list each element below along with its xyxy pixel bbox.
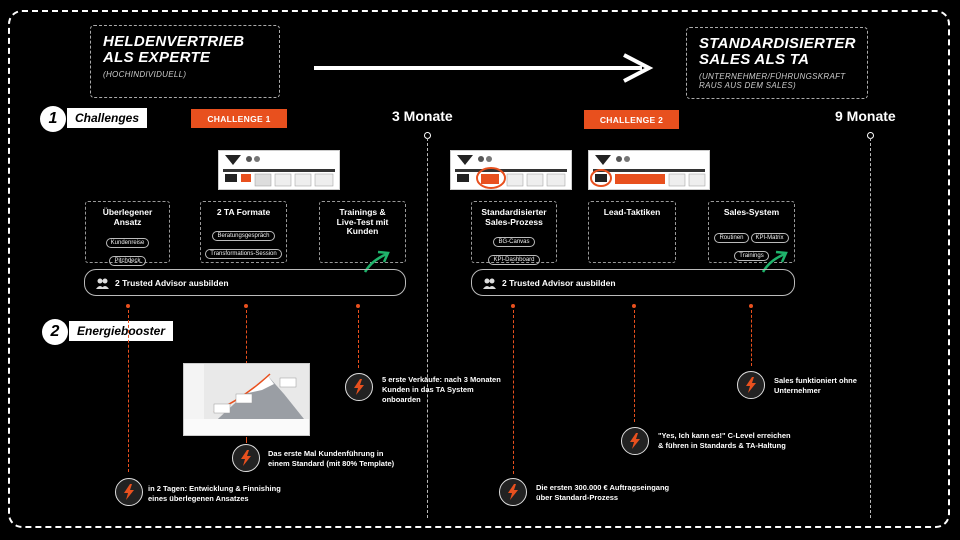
trusted-advisor-bar-2: 2 Trusted Advisor ausbilden [471, 269, 795, 296]
pill-kpi-matrix: KPI-Matrix [750, 232, 789, 243]
trusted-advisor-bar-1: 2 Trusted Advisor ausbilden [84, 269, 406, 296]
advisor-label: 2 Trusted Advisor ausbilden [502, 277, 616, 288]
milestone-9-months: 9 Monate [835, 108, 896, 124]
orange-line-1 [128, 310, 129, 472]
start-state-subtitle: (HOCHINDIVIDUELL) [103, 70, 187, 79]
card-lead-taktiken: Lead-Taktiken [588, 201, 676, 263]
challenge-1-badge: CHALLENGE 1 [191, 109, 287, 128]
orange-marker-3 [356, 304, 360, 308]
orange-marker-2 [244, 304, 248, 308]
start-state-box: HELDENVERTRIEB ALS EXPERTE (HOCHINDIVIDU… [90, 25, 280, 98]
target-state-box: STANDARDISIERTER SALES ALS TA (UNTERNEHM… [686, 27, 868, 99]
process-thumbnail-2 [450, 150, 572, 190]
section-label-challenges: Challenges [67, 108, 148, 128]
orange-line-5 [634, 310, 635, 422]
people-icon [96, 278, 109, 289]
card-title: Trainings & Live-Test mit Kunden [336, 207, 389, 236]
energy-text-2: Das erste Mal Kundenführung in einem Sta… [268, 449, 395, 468]
card-standardisierter-sales-prozess: Standardisierter Sales-Prozess BG-Canvas… [471, 201, 557, 265]
trend-arrow-icon [761, 250, 788, 273]
start-state-title: HELDENVERTRIEB ALS EXPERTE [103, 33, 245, 66]
outer-frame [8, 10, 950, 528]
process-thumbnail-1 [218, 150, 340, 190]
pill-trainings: Trainings [734, 250, 769, 261]
energy-text-5: "Yes, Ich kann es!" C-Level erreichen & … [658, 431, 791, 450]
target-state-subtitle: (UNTERNEHMER/FÜHRUNGSKRAFT RAUS AUS DEM … [699, 72, 846, 90]
orange-marker-4 [511, 304, 515, 308]
card-title: 2 TA Formate [216, 207, 271, 217]
card-ta-formate: 2 TA Formate Beratungsgespräch Transform… [200, 201, 287, 263]
orange-marker-6 [749, 304, 753, 308]
card-title: Standardisierter Sales-Prozess [481, 207, 547, 227]
template-screenshot [183, 363, 310, 436]
card-ueberlegener-ansatz: Überlegener Ansatz Kundenreise Pitchdeck [85, 201, 170, 266]
pill-transformations-session: Transformations-Session [205, 248, 282, 259]
milestone-line-2 [870, 138, 871, 518]
milestone-3-months: 3 Monate [392, 108, 453, 124]
lightning-icon [737, 371, 765, 399]
target-state-title: STANDARDISIERTER SALES ALS TA [699, 35, 856, 68]
energy-text-6: Sales funktioniert ohne Unternehmer [774, 376, 857, 395]
pill-pitchdeck: Pitchdeck [109, 256, 146, 266]
section-number-2: 2 [42, 319, 68, 345]
section-label-energiebooster: Energiebooster [69, 321, 174, 341]
card-title: Überlegener Ansatz [102, 207, 153, 227]
lightning-icon [232, 444, 260, 472]
pill-routinen: Routinen [714, 232, 749, 243]
pill-kpi-dashboard: KPI-Dashboard [488, 255, 540, 265]
orange-line-2 [246, 310, 247, 364]
orange-marker-5 [632, 304, 636, 308]
lightning-icon [621, 427, 649, 455]
advisor-label: 2 Trusted Advisor ausbilden [115, 277, 229, 288]
transformation-arrow-icon [314, 53, 654, 83]
process-thumbnail-3 [588, 150, 710, 190]
orange-line-4 [513, 310, 514, 474]
orange-line-6 [751, 310, 752, 366]
orange-marker-1 [126, 304, 130, 308]
orange-line-2b [246, 437, 247, 443]
challenge-2-badge: CHALLENGE 2 [584, 110, 679, 129]
energy-text-3: 5 erste Verkäufe: nach 3 Monaten Kunden … [382, 375, 501, 404]
energy-text-4: Die ersten 300.000 € Auftragseingang übe… [536, 483, 670, 502]
card-title: Lead-Taktiken [603, 207, 661, 217]
trend-arrow-icon [363, 250, 390, 273]
section-number-1: 1 [40, 106, 66, 132]
card-trainings-live-test: Trainings & Live-Test mit Kunden [319, 201, 406, 263]
lightning-icon [115, 478, 143, 506]
milestone-line-1 [427, 138, 428, 518]
card-title: Sales-System [723, 207, 780, 217]
orange-line-3 [358, 310, 359, 368]
pill-beratungsgespraech: Beratungsgespräch [212, 230, 275, 241]
lightning-icon [499, 478, 527, 506]
lightning-icon [345, 373, 373, 401]
energy-text-1: in 2 Tagen: Entwicklung & Finnishing ein… [148, 484, 281, 503]
people-icon [483, 278, 496, 289]
pill-kundenreise: Kundenreise [105, 238, 150, 248]
pill-bg-canvas: BG-Canvas [493, 237, 535, 247]
